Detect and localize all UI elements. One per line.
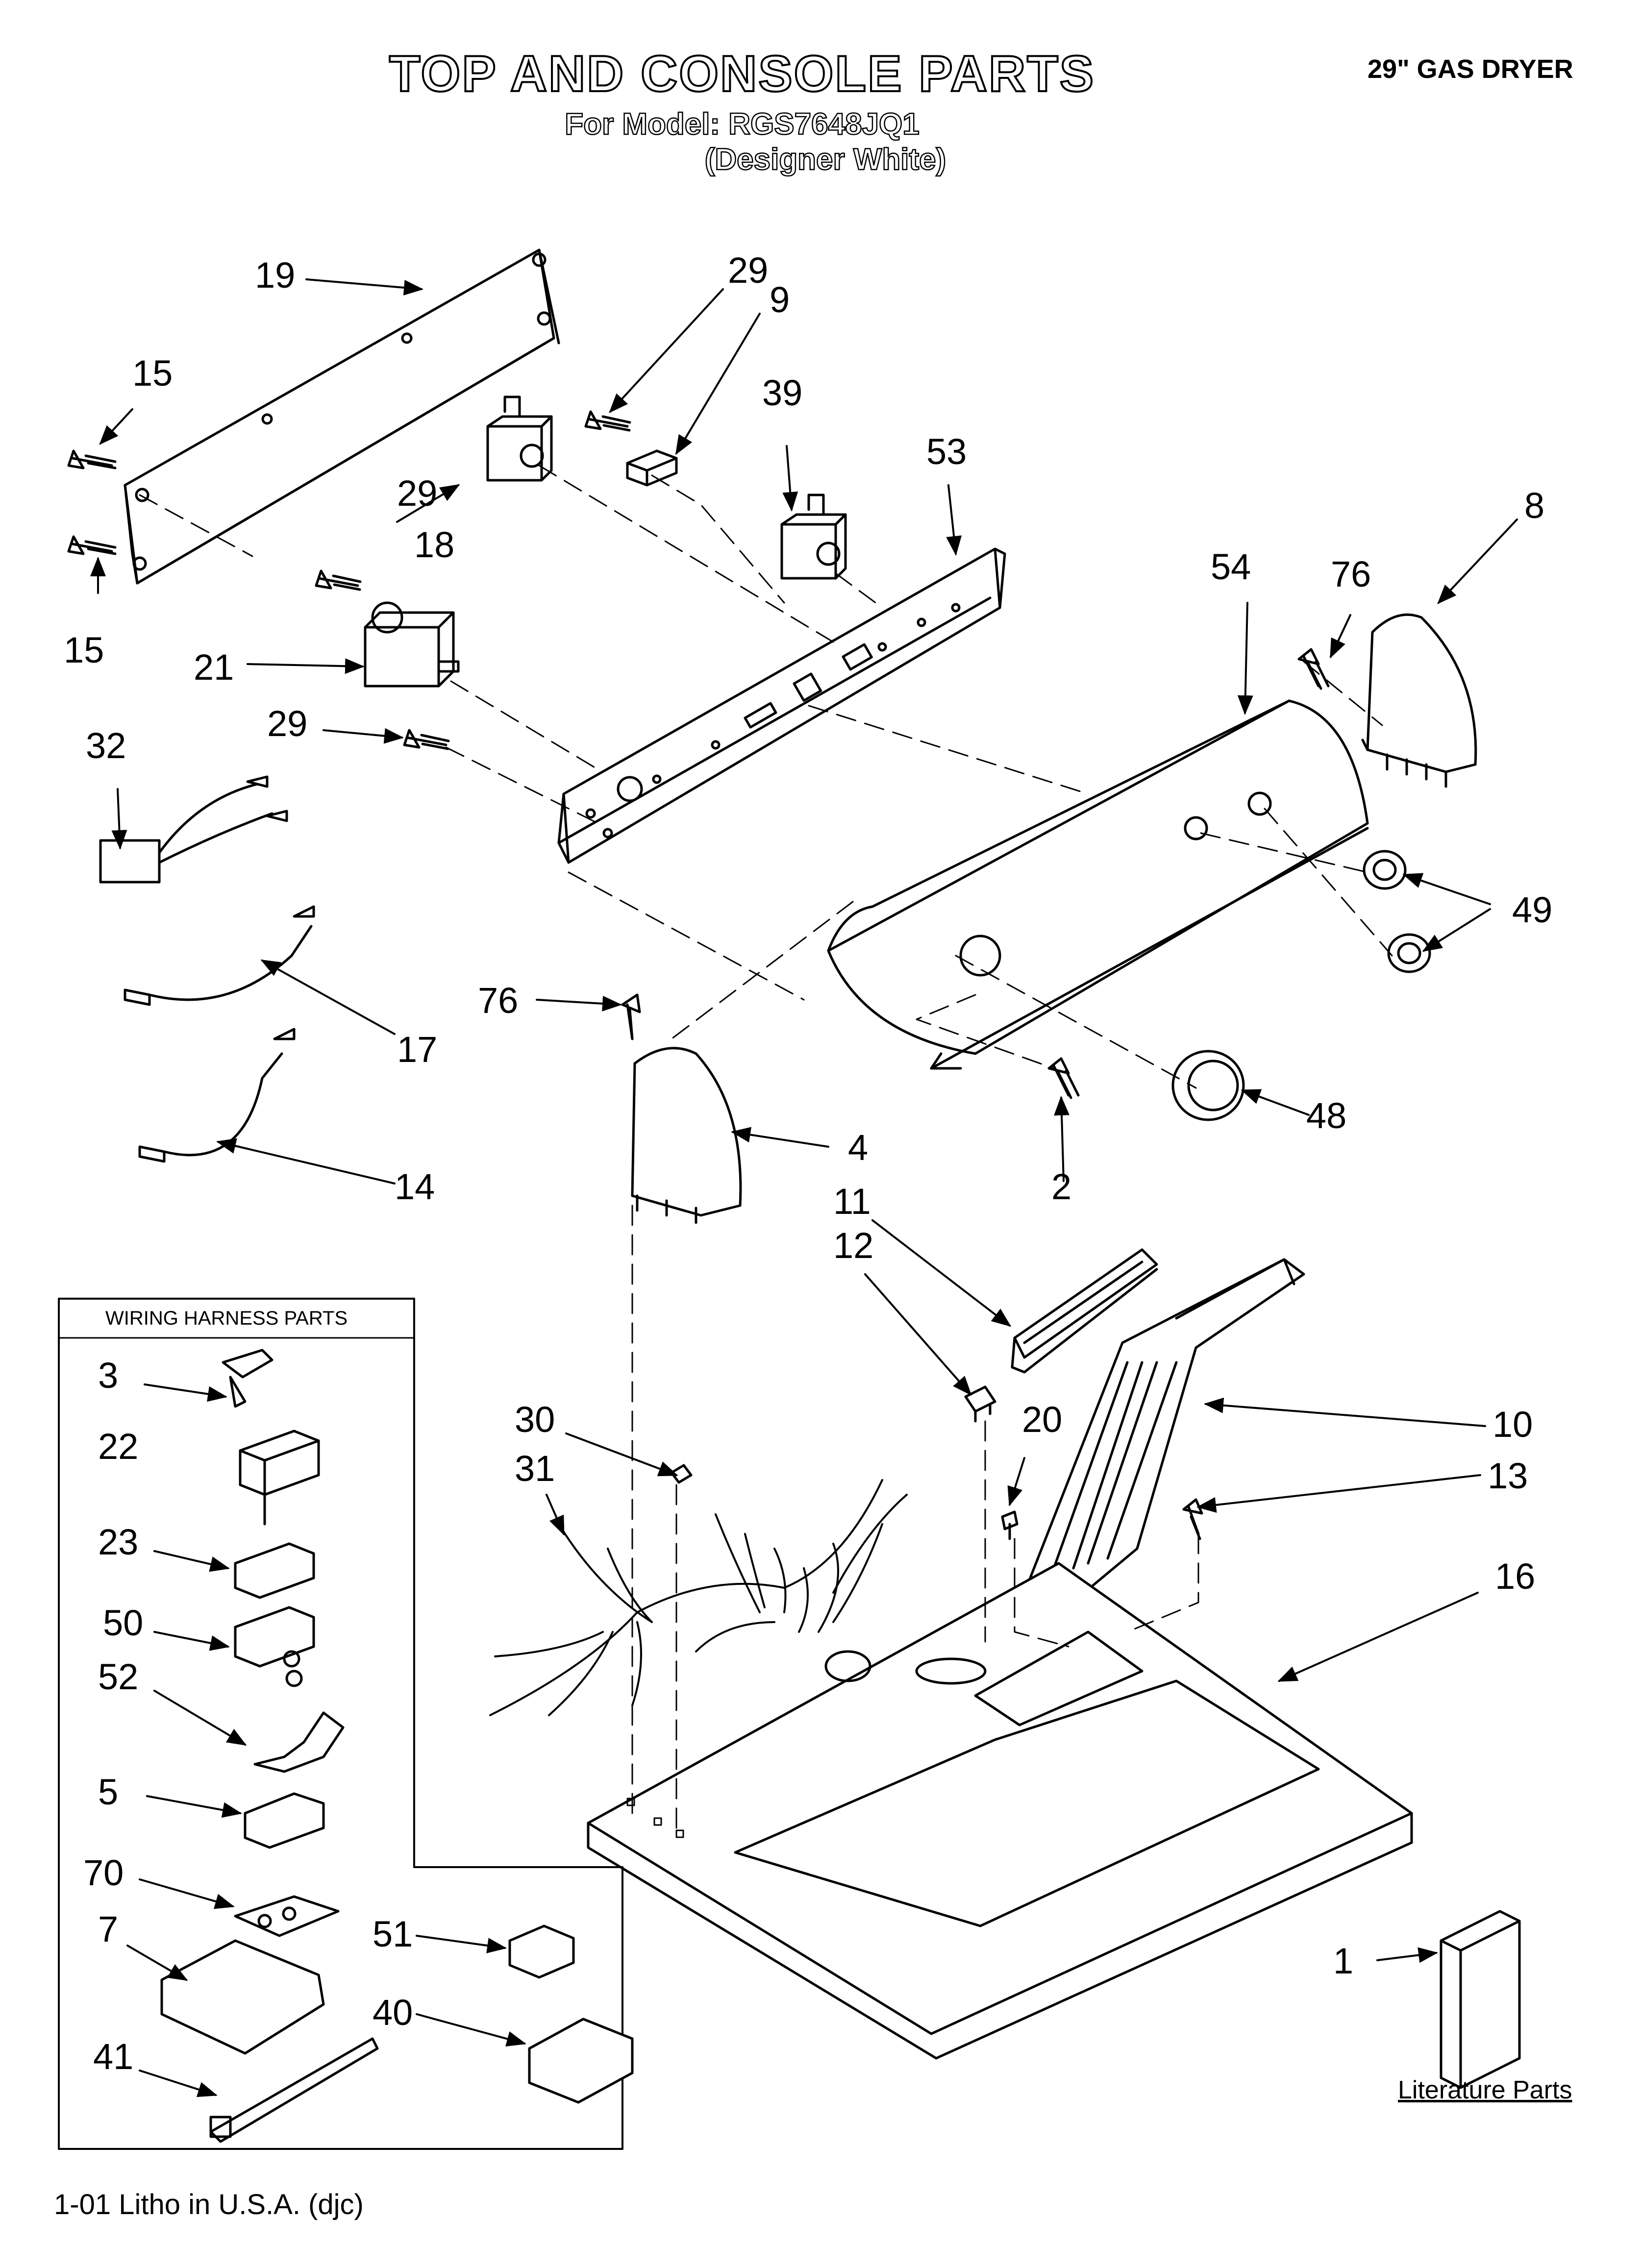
callout-13: 13 (1488, 1455, 1528, 1496)
timer-21 (364, 601, 460, 688)
lint-screen-11 (1011, 1248, 1158, 1374)
screw-76a (1297, 648, 1330, 690)
top-panel-16 (587, 1562, 1413, 2060)
callout-5: 5 (98, 1772, 119, 1812)
clip-12 (964, 1385, 996, 1423)
switch-18 (486, 395, 553, 482)
bushing-49b (1387, 933, 1431, 973)
knob-48 (1171, 1050, 1245, 1121)
base-holes (626, 1798, 684, 1838)
callout-52: 52 (98, 1656, 139, 1697)
finish-name: (Designer White) (704, 142, 946, 177)
callout-10: 10 (1492, 1404, 1533, 1445)
callout-29-mid: 29 (397, 473, 438, 514)
callout-29-top: 29 (728, 250, 769, 291)
callout-2: 2 (1051, 1166, 1072, 1207)
connector-70 (234, 1895, 340, 1937)
callout-51: 51 (373, 1914, 413, 1954)
wire-14 (138, 1028, 296, 1163)
connector-5 (244, 1792, 325, 1849)
callout-16: 16 (1495, 1556, 1536, 1597)
callout-76-right: 76 (1331, 554, 1371, 594)
screw-29c (403, 729, 450, 750)
end-cap-8 (1361, 613, 1477, 788)
screw-29b (315, 569, 362, 591)
main-harness-31 (489, 1479, 908, 1716)
wire-17 (124, 905, 315, 1006)
connector-50 (234, 1606, 315, 1687)
screw-76b (621, 993, 641, 1040)
harness-32 (99, 775, 288, 884)
callout-41: 41 (93, 2036, 134, 2077)
connector-40 (528, 2018, 634, 2104)
clip-30 (670, 1464, 693, 1484)
footer-print-code: 1-01 Litho in U.S.A. (djc) (54, 2189, 364, 2220)
callout-50: 50 (103, 1602, 144, 1643)
tie-41 (209, 2037, 379, 2143)
callout-4: 4 (848, 1127, 869, 1168)
callout-14: 14 (395, 1166, 435, 1207)
callout-40: 40 (373, 1992, 413, 2033)
callout-53: 53 (926, 431, 967, 472)
page-title: TOP AND CONSOLE PARTS (388, 45, 1095, 103)
connector-22 (239, 1430, 320, 1526)
callout-7: 7 (98, 1909, 119, 1949)
control-panel-53 (557, 547, 1006, 864)
connector-7 (160, 1939, 325, 2055)
back-bracket-19 (124, 248, 560, 585)
callout-54: 54 (1211, 546, 1251, 587)
connector-51 (508, 1924, 575, 1979)
callout-20: 20 (1022, 1399, 1063, 1440)
literature-parts-label: Literature Parts (1398, 2076, 1572, 2104)
clip-9 (626, 449, 678, 487)
product-name: 29" GAS DRYER (1368, 54, 1573, 84)
bushing-49a (1363, 850, 1407, 890)
callout-21: 21 (194, 647, 234, 688)
callout-15-top: 15 (132, 353, 173, 394)
screw-13 (1182, 1498, 1203, 1540)
callout-11: 11 (833, 1181, 871, 1222)
callout-8: 8 (1524, 485, 1545, 526)
callout-22: 22 (98, 1426, 139, 1467)
callout-29-low: 29 (267, 703, 308, 744)
screw-15b (67, 535, 117, 555)
console-54 (827, 699, 1369, 1070)
screw-29a (584, 410, 631, 432)
connector-23 (234, 1542, 315, 1599)
assembly-lines (139, 465, 1393, 1834)
switch-39 (780, 493, 847, 580)
end-cap-4 (631, 1047, 742, 1224)
callout-23: 23 (98, 1522, 139, 1562)
pin-20 (1001, 1510, 1019, 1540)
screw-15a (67, 449, 117, 469)
inset-title: WIRING HARNESS PARTS (105, 1307, 348, 1329)
callout-70: 70 (83, 1852, 124, 1893)
callout-30: 30 (515, 1399, 555, 1440)
callout-32: 32 (86, 725, 126, 766)
callout-31: 31 (515, 1448, 555, 1489)
callout-18: 18 (414, 524, 455, 565)
connector-3 (222, 1349, 274, 1408)
callout-76-left: 76 (478, 980, 519, 1021)
leader-lines (90, 278, 1518, 2097)
callout-3: 3 (98, 1355, 119, 1396)
terminal-52 (253, 1711, 345, 1773)
callout-15-bottom: 15 (64, 630, 104, 670)
screw-2 (1047, 1057, 1080, 1099)
callout-12: 12 (833, 1225, 874, 1266)
model-number: For Model: RGS7648JQ1 (564, 107, 920, 142)
inset-frame (58, 1298, 623, 2150)
callout-17: 17 (397, 1029, 438, 1070)
callout-39: 39 (762, 372, 803, 413)
callout-19: 19 (255, 255, 296, 296)
callout-1: 1 (1333, 1941, 1354, 1981)
callout-49: 49 (1512, 889, 1553, 930)
callout-9: 9 (770, 279, 790, 320)
callout-48: 48 (1306, 1095, 1347, 1136)
literature-1 (1440, 1910, 1521, 2089)
